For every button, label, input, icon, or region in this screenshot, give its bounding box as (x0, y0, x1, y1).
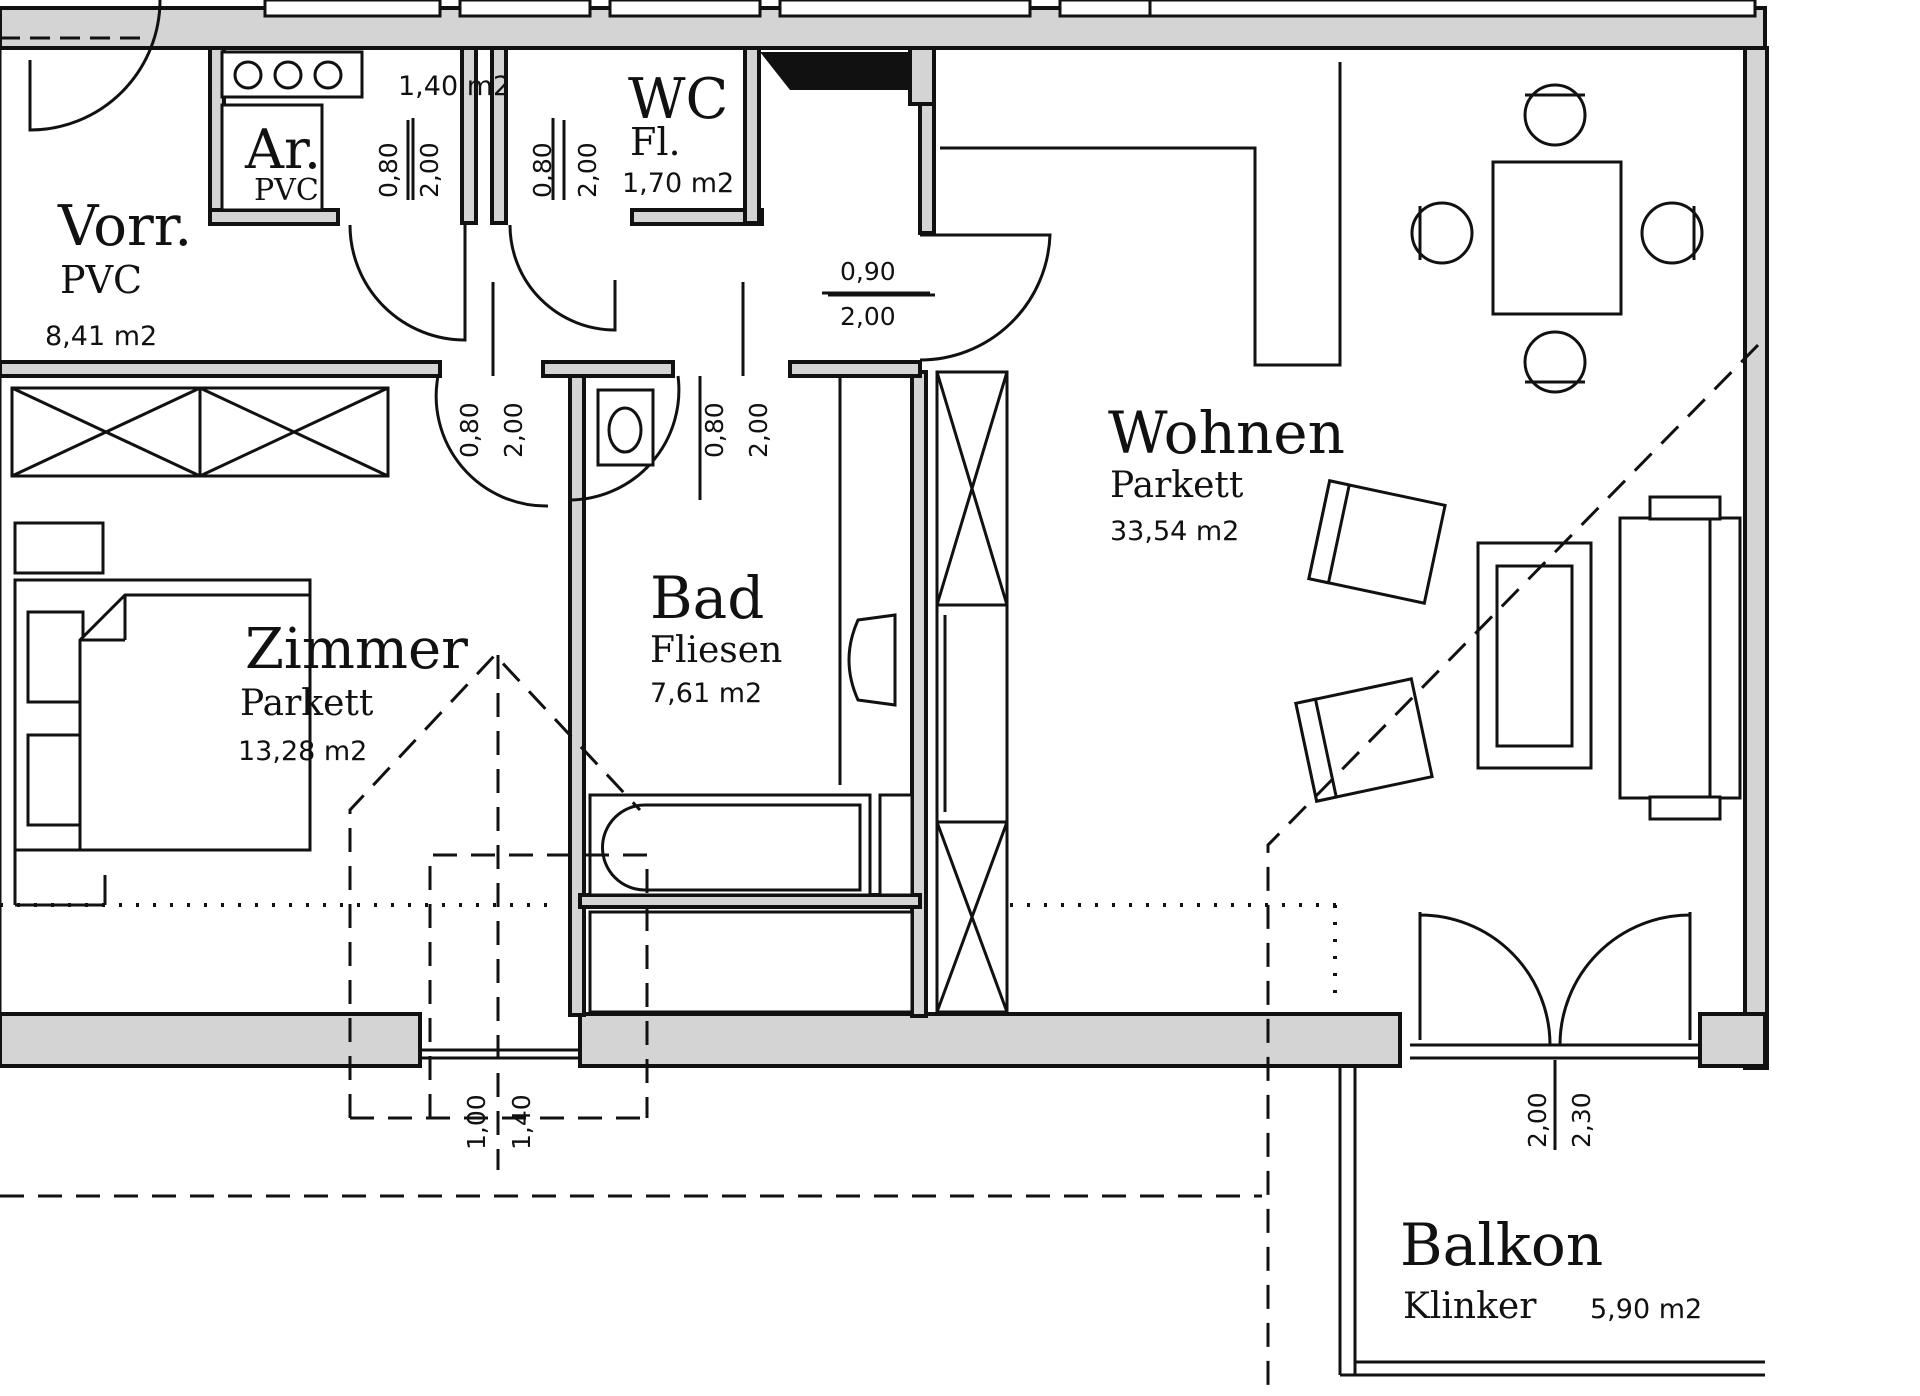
dim-entry-door-w: 0,90 (840, 257, 896, 286)
dim-balkon-door-2: 2,30 (1567, 1092, 1596, 1148)
room-name: Zimmer (245, 617, 468, 682)
room-bad: Bad Fliesen 7,61 m2 (650, 564, 782, 709)
dim-zimmer-door-h: 2,00 (499, 402, 528, 458)
dim-balkon-door-1: 2,00 (1523, 1092, 1552, 1148)
room-zimmer: Zimmer Parkett 13,28 m2 (238, 617, 468, 767)
dim-bad-door-w: 0,80 (700, 402, 729, 458)
room-wohnen: Wohnen Parkett 33,54 m2 (1108, 399, 1345, 547)
top-edge (0, 0, 1757, 1014)
room-material: Klinker (1403, 1286, 1537, 1327)
dim-entry-door-h: 2,00 (840, 302, 896, 331)
dim-ar-door-w: 0,80 (374, 142, 403, 198)
room-material: PVC (254, 173, 319, 208)
kitchen-counter (940, 62, 1342, 367)
bath-fixtures (588, 376, 914, 1014)
room-ar: Ar. PVC (244, 118, 321, 208)
room-area: 33,54 m2 (1110, 516, 1239, 547)
room-name: Bad (650, 564, 764, 632)
room-name: Ar. (244, 118, 321, 181)
room-area: 13,28 m2 (238, 736, 367, 767)
room-name: Wohnen (1108, 399, 1345, 467)
windows (420, 1048, 580, 1060)
room-wc: WC Fl. 1,70 m2 (622, 67, 734, 199)
living-set (1294, 479, 1742, 821)
dim-window-1: 1,00 (462, 1094, 491, 1150)
cabinet-column (935, 370, 1009, 1014)
balcony-outline (1338, 1066, 1765, 1377)
toilet-icon (847, 613, 897, 707)
wardrobe (10, 386, 390, 478)
door-posts (411, 118, 935, 376)
room-area: 8,41 m2 (45, 321, 157, 352)
room-name: Vorr. (57, 194, 192, 259)
room-material: Fliesen (650, 630, 782, 671)
stove-icon (220, 50, 364, 212)
room-area: 7,61 m2 (650, 678, 762, 709)
room-vorr: Vorr. PVC 8,41 m2 (45, 194, 192, 352)
dim-zimmer-door-w: 0,80 (455, 402, 484, 458)
room-area: 1,70 m2 (622, 168, 734, 199)
dim-window-2: 1,40 (507, 1094, 536, 1150)
dim-wc-door-w: 0,80 (528, 142, 557, 198)
room-name: Balkon (1400, 1211, 1603, 1279)
dining-set (1410, 83, 1704, 394)
room-name: WC (628, 67, 728, 132)
dimension-labels: 0,80 2,00 0,80 2,00 0,90 2,00 0,80 2,00 … (374, 120, 1596, 1150)
room-material: Parkett (1110, 465, 1244, 506)
room-material: PVC (60, 258, 142, 302)
room-material: Fl. (630, 120, 681, 164)
dim-bad-door-h: 2,00 (744, 402, 773, 458)
room-balkon: Balkon Klinker 5,90 m2 (1400, 1211, 1702, 1327)
room-area: 5,90 m2 (1590, 1294, 1702, 1325)
bed (13, 521, 312, 907)
shaft-icon (760, 52, 910, 90)
dim-ar-door-h: 2,00 (415, 142, 444, 198)
overhead-lines (0, 343, 1760, 1396)
dim-wc-door-h: 2,00 (573, 142, 602, 198)
room-material: Parkett (240, 683, 374, 724)
doors (28, 0, 1700, 1060)
bathtub-icon (601, 803, 862, 892)
storage-area: 1,40 m2 (398, 71, 510, 102)
